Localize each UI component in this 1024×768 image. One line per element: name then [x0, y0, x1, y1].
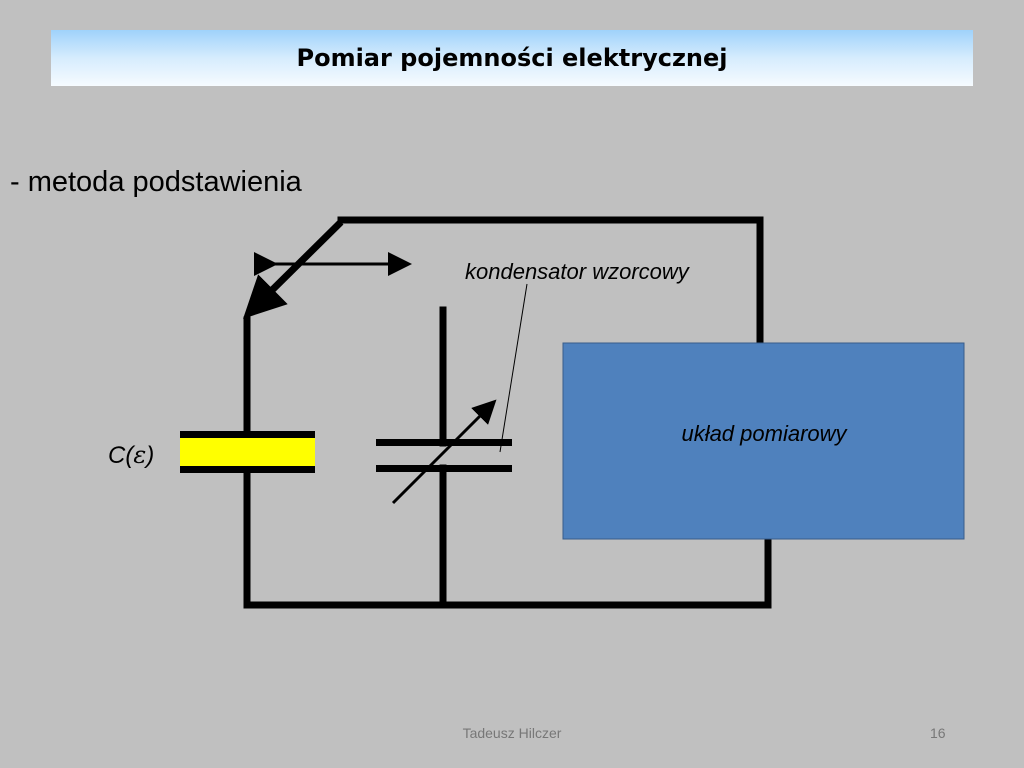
bottom-wire: [243, 466, 772, 609]
page-title: Pomiar pojemności elektrycznej: [296, 44, 728, 72]
page-number: 16: [930, 725, 946, 741]
capacitor-plate-bottom: [180, 466, 315, 473]
measurement-box-label: układ pomiarowy: [681, 421, 848, 446]
ref-plate-top: [376, 439, 512, 446]
capacitor-c-label: C(ε): [108, 441, 154, 469]
title-bar: Pomiar pojemności elektrycznej: [51, 30, 973, 86]
dielectric-fill: [180, 438, 315, 466]
footer-author: Tadeusz Hilczer: [462, 725, 562, 741]
reference-capacitor: [376, 399, 512, 505]
method-subtitle: - metoda podstawienia: [10, 166, 302, 198]
reference-capacitor-label: kondensator wzorcowy: [465, 259, 691, 284]
top-wire: [337, 216, 764, 349]
label-pointer-line: [499, 283, 528, 453]
measured-capacitor: [180, 431, 315, 473]
measurement-box: [562, 342, 965, 540]
circuit-wires: [243, 216, 772, 609]
capacitor-plate-top: [180, 431, 315, 438]
ref-plate-bottom: [376, 465, 512, 472]
variable-arrow: [391, 399, 497, 505]
